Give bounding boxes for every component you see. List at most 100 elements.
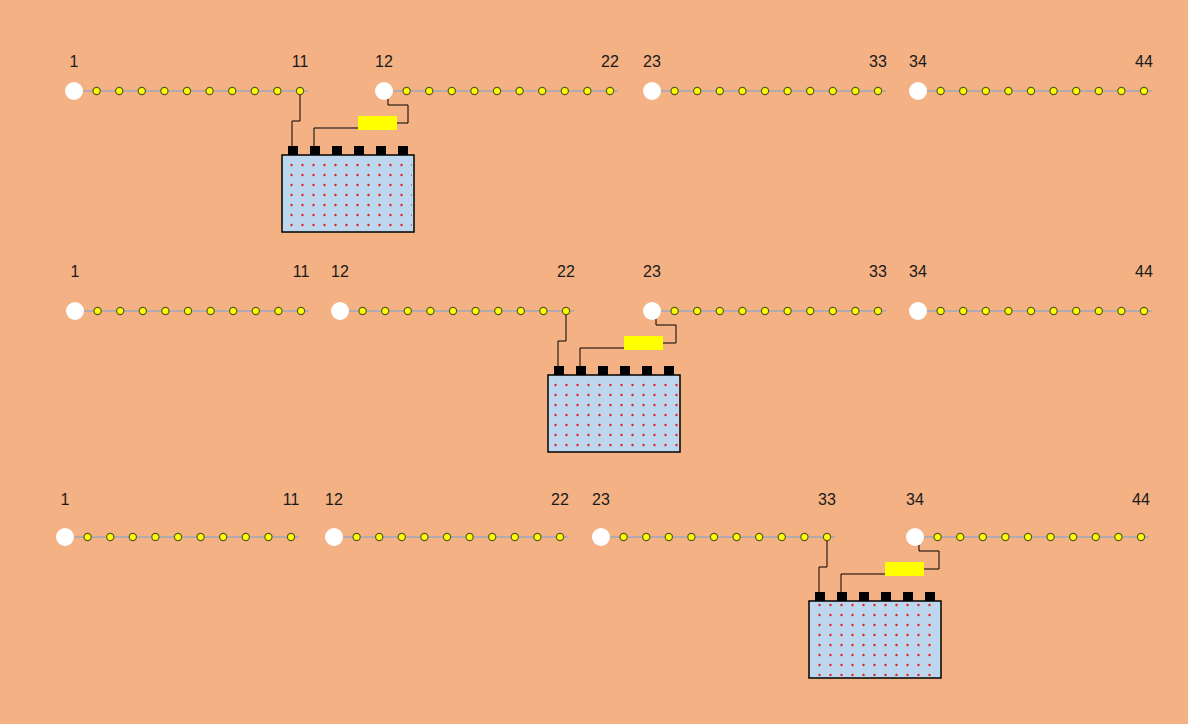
led-string <box>592 528 835 546</box>
string-start-node <box>643 302 661 320</box>
led <box>287 533 294 540</box>
battery-body <box>282 155 414 232</box>
resistor-symbol <box>358 116 397 130</box>
string-start-node <box>906 528 924 546</box>
led <box>716 307 723 314</box>
led <box>562 307 569 314</box>
lead-wire <box>314 128 358 146</box>
led <box>162 307 169 314</box>
led <box>421 533 428 540</box>
string-end-number: 1 <box>61 492 70 508</box>
led <box>471 87 478 94</box>
string-end-number: 12 <box>331 264 349 280</box>
string-end-number: 44 <box>1132 492 1150 508</box>
led <box>694 87 701 94</box>
battery-cells <box>811 603 939 676</box>
led-string <box>56 528 299 546</box>
battery-terminal <box>310 146 320 155</box>
led <box>937 307 944 314</box>
led <box>852 87 859 94</box>
led <box>161 87 168 94</box>
string-end-number: 22 <box>601 54 619 70</box>
led <box>107 533 114 540</box>
led <box>1073 307 1080 314</box>
string-start-node <box>65 82 83 100</box>
led <box>139 307 146 314</box>
led <box>874 307 881 314</box>
battery-terminal <box>815 592 825 601</box>
string-end-number: 23 <box>643 54 661 70</box>
battery-terminal <box>288 146 298 155</box>
lead-wire <box>580 348 624 366</box>
battery-terminal <box>859 592 869 601</box>
battery-terminal <box>664 366 674 375</box>
led <box>1095 307 1102 314</box>
led <box>784 307 791 314</box>
led <box>801 533 808 540</box>
led <box>982 307 989 314</box>
led <box>1005 307 1012 314</box>
led <box>694 307 701 314</box>
string-start-node <box>325 528 343 546</box>
led-string <box>643 302 886 320</box>
string-end-number: 11 <box>283 492 300 508</box>
led <box>443 533 450 540</box>
battery-terminal <box>837 592 847 601</box>
led <box>937 87 944 94</box>
string-end-number: 23 <box>643 264 661 280</box>
led <box>516 87 523 94</box>
lead-wire <box>841 574 885 592</box>
led <box>1002 533 1009 540</box>
led <box>517 307 524 314</box>
led <box>116 87 123 94</box>
led <box>957 533 964 540</box>
led-string <box>643 82 886 100</box>
led <box>404 307 411 314</box>
led <box>138 87 145 94</box>
string-end-number: 22 <box>557 264 575 280</box>
lead-wire <box>292 95 300 146</box>
led <box>197 533 204 540</box>
led <box>643 533 650 540</box>
led <box>251 87 258 94</box>
string-start-node <box>331 302 349 320</box>
led <box>117 307 124 314</box>
led <box>1027 87 1034 94</box>
led <box>960 307 967 314</box>
battery-terminal <box>925 592 935 601</box>
led <box>265 533 272 540</box>
string-end-number: 44 <box>1135 54 1153 70</box>
led <box>584 87 591 94</box>
led <box>1070 533 1077 540</box>
string-start-node <box>56 528 74 546</box>
string-end-number: 1 <box>71 264 80 280</box>
led <box>206 87 213 94</box>
led-string <box>375 82 618 100</box>
led <box>207 307 214 314</box>
led <box>472 307 479 314</box>
led <box>229 87 236 94</box>
led <box>688 533 695 540</box>
led <box>1095 87 1102 94</box>
led <box>756 533 763 540</box>
led <box>1073 87 1080 94</box>
string-start-node <box>909 302 927 320</box>
string-end-number: 12 <box>375 54 393 70</box>
led <box>427 307 434 314</box>
led <box>539 87 546 94</box>
string-start-node <box>592 528 610 546</box>
led <box>710 533 717 540</box>
battery-assembly <box>282 95 414 232</box>
led <box>620 533 627 540</box>
led <box>1137 533 1144 540</box>
led <box>1118 307 1125 314</box>
led <box>230 307 237 314</box>
led <box>761 87 768 94</box>
string-end-number: 44 <box>1135 264 1153 280</box>
led <box>807 307 814 314</box>
led <box>829 307 836 314</box>
resistor-symbol <box>624 336 663 350</box>
led <box>761 307 768 314</box>
led <box>556 533 563 540</box>
led <box>511 533 518 540</box>
